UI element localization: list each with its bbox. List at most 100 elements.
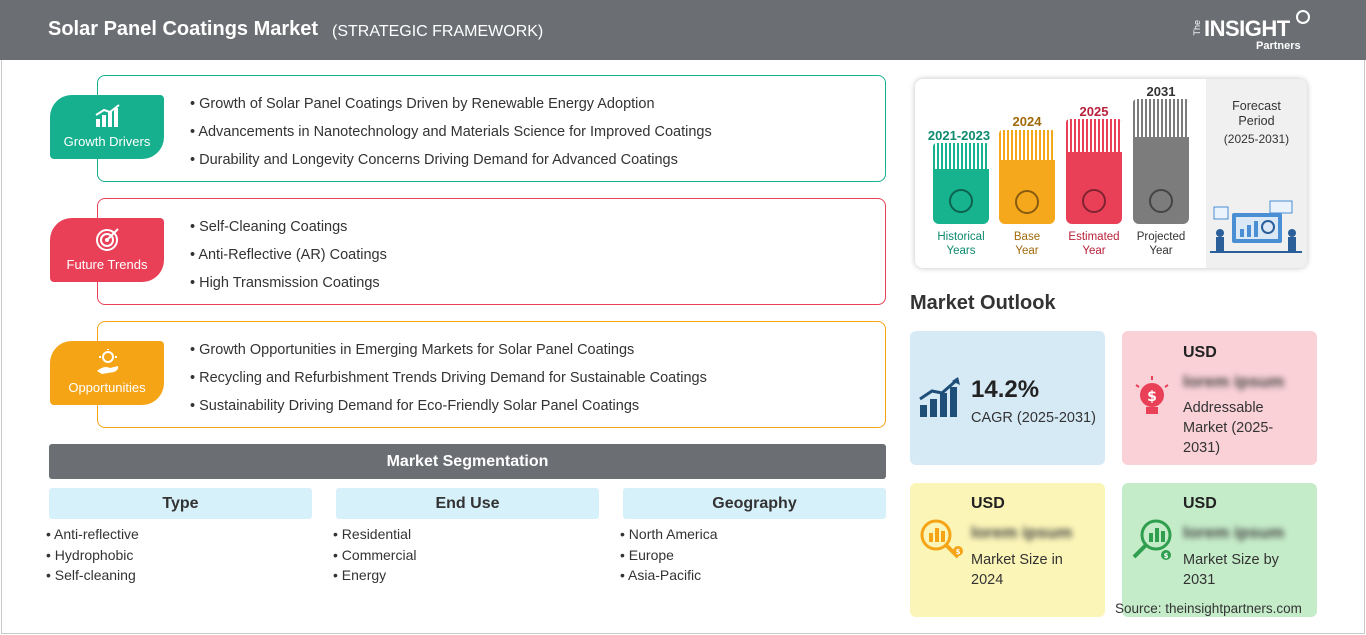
header-bar: Solar Panel Coatings Market (STRATEGIC F…: [0, 0, 1366, 60]
projection-icon: [1149, 189, 1173, 213]
list-item: Residential: [333, 525, 416, 546]
market-size-icon: $: [920, 519, 963, 559]
cagr-label: CAGR (2025-2031): [971, 410, 1096, 426]
label-line: 2031: [1183, 572, 1216, 588]
list-item: Recycling and Refurbishment Trends Drivi…: [190, 369, 707, 397]
svg-text:$: $: [956, 548, 961, 556]
label-base: Base Year: [999, 230, 1055, 258]
estimate-icon: [1082, 189, 1106, 213]
bar-estimated: [1066, 119, 1122, 224]
list-item: Anti-Reflective (AR) Coatings: [190, 246, 387, 274]
cagr-card: 14.2% CAGR (2025-2031): [910, 331, 1105, 465]
label-line: 2031): [1183, 440, 1221, 456]
label-line: 2024: [971, 572, 1004, 588]
size-2031-label: Market Size by 2031: [1183, 550, 1279, 590]
segment-heading-end-use: End Use: [336, 488, 599, 519]
logo-the: The: [1192, 20, 1202, 36]
calendar-icon: [1015, 190, 1039, 214]
growth-drivers-panel: Growth of Solar Panel Coatings Driven by…: [97, 75, 886, 182]
history-icon: [949, 189, 973, 213]
label-line: Addressable: [1183, 400, 1264, 416]
bar-stripes: [933, 143, 989, 169]
bar-stripes: [999, 130, 1055, 160]
year-projected: 2031: [1146, 84, 1176, 99]
forecast-title-line2: Period: [1238, 114, 1275, 128]
logo-insight: INSIGHT: [1204, 16, 1290, 41]
market-size-2031-card: $ USD lorem ipsum Market Size by 2031: [1122, 483, 1317, 617]
page-subtitle: (STRATEGIC FRAMEWORK): [332, 23, 544, 40]
size-2031-currency: USD: [1183, 495, 1217, 512]
bulb-icon: [1296, 10, 1310, 24]
bar-base: [999, 130, 1055, 224]
timeline-card: 2021-2023 Historical Years 2024 Base Yea…: [915, 79, 1307, 268]
list-item: Growth of Solar Panel Coatings Driven by…: [190, 95, 712, 123]
year-base: 2024: [1012, 114, 1042, 129]
forecast-range: (2025-2031): [1223, 132, 1290, 146]
segment-list-geography: North America Europe Asia-Pacific: [620, 525, 718, 587]
segment-heading-geography: Geography: [623, 488, 886, 519]
list-item: Self-Cleaning Coatings: [190, 218, 387, 246]
year-estimated: 2025: [1079, 104, 1109, 119]
list-item: Europe: [620, 546, 718, 567]
badge-label: Opportunities: [68, 380, 146, 395]
size-2031-value: lorem ipsum: [1183, 523, 1285, 542]
label-line: Market Size in: [971, 552, 1063, 568]
insight-partners-logo[interactable]: The INSIGHT Partners: [1192, 10, 1312, 54]
growth-drivers-badge: Growth Drivers: [50, 95, 164, 159]
list-item: Self-cleaning: [46, 566, 139, 587]
list-item: Durability and Longevity Concerns Drivin…: [190, 151, 712, 179]
segment-list-type: Anti-reflective Hydrophobic Self-cleanin…: [46, 525, 139, 587]
source-credit: Source: theinsightpartners.com: [1115, 601, 1302, 616]
list-item: Commercial: [333, 546, 417, 567]
bar-stripes: [1133, 99, 1189, 137]
size-2024-currency: USD: [971, 495, 1005, 512]
future-trends-panel: Self-Cleaning Coatings Anti-Reflective (…: [97, 198, 886, 305]
label-line: Estimated: [1068, 231, 1120, 243]
label-line: Base: [1013, 231, 1041, 243]
label-line: Year: [1015, 245, 1039, 257]
list-item: North America: [620, 525, 718, 546]
label-estimated: Estimated Year: [1060, 230, 1128, 258]
opportunities-panel: Growth Opportunities in Emerging Markets…: [97, 321, 886, 428]
idea-money-icon: $: [1135, 376, 1169, 414]
label-line: Historical: [937, 231, 985, 243]
addressable-label: Addressable Market (2025- 2031): [1183, 398, 1273, 458]
cagr-value: 14.2%: [971, 376, 1040, 403]
svg-text:$: $: [1164, 552, 1169, 560]
logo-partners: Partners: [1256, 40, 1301, 52]
analytics-illustration-icon: [1210, 200, 1302, 253]
svg-text:$: $: [1147, 389, 1157, 405]
addressable-market-card: $ USD lorem ipsum Addressable Market (20…: [1122, 331, 1317, 465]
future-trends-badge: Future Trends: [50, 218, 164, 282]
list-item: Sustainability Driving Demand for Eco-Fr…: [190, 397, 707, 425]
idea-hand-icon: [97, 349, 119, 374]
list-item: High Transmission Coatings: [190, 274, 387, 302]
target-icon: [96, 228, 119, 251]
label-line: Market Size by: [1183, 552, 1279, 568]
label-line: Projected: [1136, 231, 1186, 243]
market-outlook-title: Market Outlook: [910, 292, 1056, 314]
addressable-value: lorem ipsum: [1183, 372, 1285, 391]
badge-label: Future Trends: [66, 257, 148, 272]
year-historical: 2021-2023: [927, 128, 991, 143]
list-item: Anti-reflective: [46, 525, 139, 546]
bar-stripes: [1066, 119, 1122, 152]
opportunities-badge: Opportunities: [50, 341, 164, 405]
badge-label: Growth Drivers: [63, 134, 151, 149]
page-title: Solar Panel Coatings Market: [48, 18, 319, 40]
addressable-currency: USD: [1183, 344, 1217, 361]
opportunities-list: Growth Opportunities in Emerging Markets…: [190, 341, 707, 425]
list-item: Advancements in Nanotechnology and Mater…: [190, 123, 711, 151]
market-forecast-icon: $: [1132, 519, 1172, 560]
segment-list-end-use: Residential Commercial Energy: [333, 525, 417, 587]
bar-historical: [933, 143, 989, 224]
growth-chart-icon: [95, 104, 120, 127]
list-item: Asia-Pacific: [620, 566, 718, 587]
label-historical: Historical Years: [921, 230, 1001, 258]
growth-drivers-list: Growth of Solar Panel Coatings Driven by…: [190, 95, 712, 179]
label-projected: Projected Year: [1127, 230, 1195, 258]
label-line: Year: [1082, 245, 1106, 257]
list-item: Growth Opportunities in Emerging Markets…: [190, 341, 707, 369]
size-2024-value: lorem ipsum: [971, 523, 1073, 542]
label-line: Years: [946, 245, 976, 257]
